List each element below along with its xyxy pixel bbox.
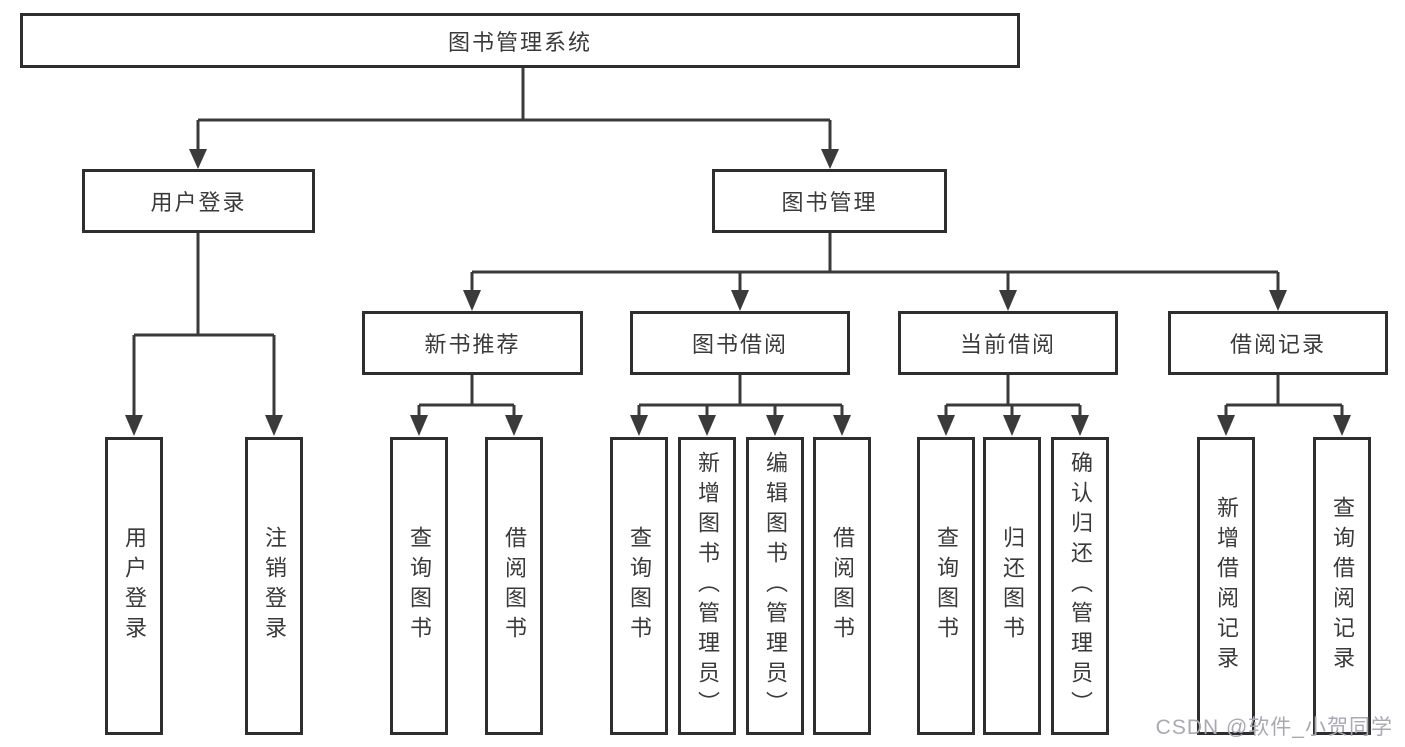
arrow-to-query-books-2 bbox=[630, 415, 648, 436]
node-confirm-return-admin: 确认归还（管理员） bbox=[1051, 437, 1109, 735]
node-label: 新增图书（管理员） bbox=[695, 451, 720, 721]
arrow-to-new-book-recommend bbox=[463, 290, 481, 311]
node-label: 借阅记录 bbox=[1229, 332, 1326, 357]
arrow-to-edit-books bbox=[766, 415, 784, 436]
node-label: 查询图书 bbox=[934, 526, 959, 646]
arrow-to-add-borrow-record bbox=[1217, 415, 1235, 436]
node-label: 新增借阅记录 bbox=[1214, 496, 1239, 676]
node-label: 图书管理 bbox=[781, 190, 878, 215]
node-label: 借阅图书 bbox=[830, 526, 855, 646]
node-query-books-1: 查询图书 bbox=[390, 437, 448, 735]
arrow-to-user-login bbox=[189, 149, 207, 169]
connector-borrow-records-branch bbox=[1224, 375, 1344, 420]
arrow-to-logout-leaf bbox=[265, 415, 283, 436]
arrow-to-return-books bbox=[1003, 415, 1021, 436]
node-label: 确认归还（管理员） bbox=[1068, 451, 1093, 721]
node-label: 归还图书 bbox=[1000, 526, 1025, 646]
arrow-to-query-borrow-record bbox=[1333, 415, 1351, 436]
node-label: 用户登录 bbox=[122, 526, 147, 646]
node-label: 编辑图书（管理员） bbox=[763, 451, 788, 721]
node-label: 查询借阅记录 bbox=[1330, 496, 1355, 676]
connector-user-login-branch bbox=[132, 233, 276, 420]
node-add-borrow-record: 新增借阅记录 bbox=[1197, 437, 1255, 735]
node-user-login-leaf: 用户登录 bbox=[105, 437, 163, 735]
node-label: 图书借阅 bbox=[691, 332, 788, 357]
connector-book-management-branch bbox=[470, 233, 1280, 294]
arrow-to-query-books-1 bbox=[410, 415, 428, 436]
node-query-books-2: 查询图书 bbox=[610, 437, 668, 735]
node-label: 查询图书 bbox=[627, 526, 652, 646]
connector-root-to-level2 bbox=[196, 68, 832, 155]
arrow-to-borrow-records bbox=[1269, 290, 1287, 311]
node-return-books: 归还图书 bbox=[983, 437, 1041, 735]
node-logout-leaf: 注销登录 bbox=[245, 437, 303, 735]
node-label: 图书管理系统 bbox=[447, 29, 592, 55]
node-user-login: 用户登录 bbox=[82, 169, 315, 233]
arrow-to-borrow-books-2 bbox=[833, 415, 851, 436]
node-query-borrow-record: 查询借阅记录 bbox=[1313, 437, 1371, 735]
node-label: 当前借阅 bbox=[959, 332, 1056, 357]
connector-new-book-branch bbox=[417, 375, 516, 420]
node-label: 借阅图书 bbox=[502, 526, 527, 646]
arrow-to-book-borrow bbox=[731, 290, 749, 311]
arrow-to-user-login-leaf bbox=[125, 415, 143, 436]
csdn-watermark: CSDN @软件_小贺同学 bbox=[1155, 716, 1393, 739]
arrow-to-book-management bbox=[821, 149, 839, 169]
node-add-books-admin: 新增图书（管理员） bbox=[678, 437, 736, 735]
arrow-to-borrow-books-1 bbox=[505, 415, 523, 436]
node-edit-books-admin: 编辑图书（管理员） bbox=[746, 437, 804, 735]
node-query-books-3: 查询图书 bbox=[917, 437, 975, 735]
node-root: 图书管理系统 bbox=[20, 13, 1020, 68]
connector-book-borrow-branch bbox=[637, 375, 844, 420]
node-label: 查询图书 bbox=[407, 526, 432, 646]
node-book-borrow: 图书借阅 bbox=[630, 311, 850, 375]
node-borrow-records: 借阅记录 bbox=[1168, 311, 1388, 375]
node-book-management: 图书管理 bbox=[712, 169, 947, 233]
node-label: 新书推荐 bbox=[424, 332, 521, 357]
node-borrow-books-1: 借阅图书 bbox=[485, 437, 543, 735]
arrow-to-confirm-return bbox=[1071, 415, 1089, 436]
arrow-to-current-borrow bbox=[999, 290, 1017, 311]
node-current-borrow: 当前借阅 bbox=[898, 311, 1118, 375]
node-borrow-books-2: 借阅图书 bbox=[813, 437, 871, 735]
connector-current-borrow-branch bbox=[944, 375, 1082, 420]
node-label: 用户登录 bbox=[150, 190, 247, 215]
node-label: 注销登录 bbox=[262, 526, 287, 646]
arrow-to-query-books-3 bbox=[937, 415, 955, 436]
arrow-to-add-books bbox=[698, 415, 716, 436]
node-new-book-recommend: 新书推荐 bbox=[362, 311, 583, 375]
